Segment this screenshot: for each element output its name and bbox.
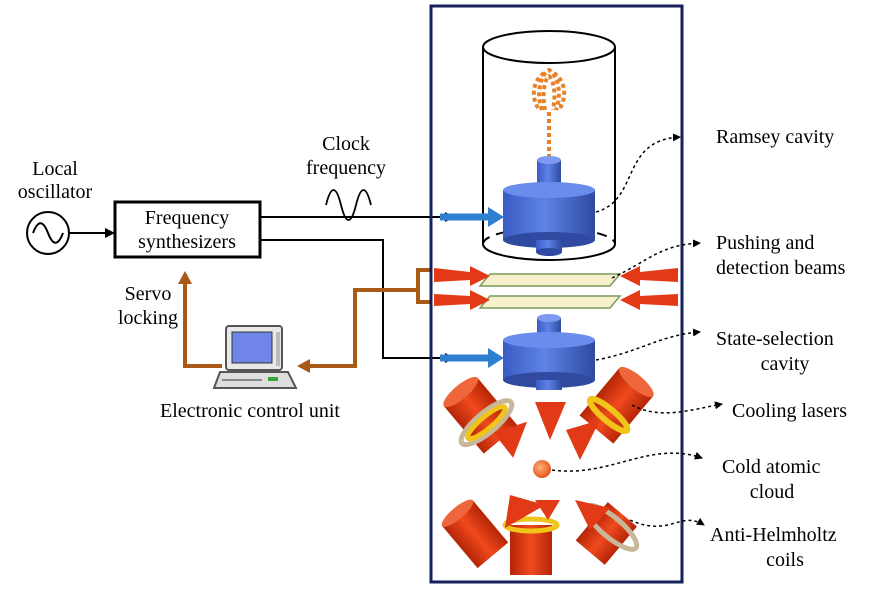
anti-helmholtz-label-2: coils — [766, 549, 804, 571]
upper-cooling-lasers — [443, 366, 654, 460]
servo-label-1: Servo — [125, 283, 172, 305]
cold-atomic-cloud — [533, 460, 551, 478]
state-selection-cavity — [503, 314, 595, 390]
state-selection-label-2: cavity — [761, 353, 810, 375]
lower-cooling-lasers — [441, 495, 640, 575]
local-oscillator-group: Local oscillator — [18, 158, 115, 255]
atomic-fountain-trajectory — [531, 67, 567, 165]
electronic-control-unit-label: Electronic control unit — [160, 400, 340, 422]
servo-label-2: locking — [118, 307, 178, 329]
detection-to-pc-arrow — [297, 280, 420, 373]
sine-wave-icon — [325, 189, 372, 221]
clock-frequency-label-2: frequency — [306, 157, 386, 179]
clock-frequency-line: Clock frequency — [260, 133, 455, 222]
freq-synth-label-1: Frequency — [145, 207, 229, 229]
state-selection-label-1: State-selection — [716, 328, 834, 350]
frequency-synthesizers-box: Frequency synthesizers — [113, 200, 262, 259]
ramsey-cavity — [503, 156, 595, 256]
annotations — [551, 133, 723, 528]
pc-to-synth-servo-arrow — [178, 271, 222, 368]
local-oscillator-label-1: Local — [32, 158, 78, 180]
clock-frequency-label-1: Clock — [322, 133, 370, 155]
cold-atomic-cloud-label-2: cloud — [750, 481, 794, 503]
servo-locking-loop: Servo locking — [118, 268, 432, 373]
freq-synth-label-2: synthesizers — [138, 231, 236, 253]
ramsey-cavity-label: Ramsey cavity — [716, 126, 834, 148]
anti-helmholtz-label-1: Anti-Helmholtz — [710, 524, 837, 546]
pushing-detection-label-1: Pushing and — [716, 232, 814, 254]
local-oscillator-label-2: oscillator — [18, 181, 93, 203]
computer-icon — [212, 325, 298, 389]
pushing-detection-label-2: detection beams — [716, 257, 846, 279]
detection-zone — [434, 266, 678, 310]
cold-atomic-cloud-label-1: Cold atomic — [722, 456, 820, 478]
physics-package-frame — [429, 4, 684, 584]
sine-source-icon — [26, 211, 70, 255]
synth-to-state-selection-arrow — [260, 239, 455, 363]
cooling-lasers-label: Cooling lasers — [732, 400, 847, 422]
